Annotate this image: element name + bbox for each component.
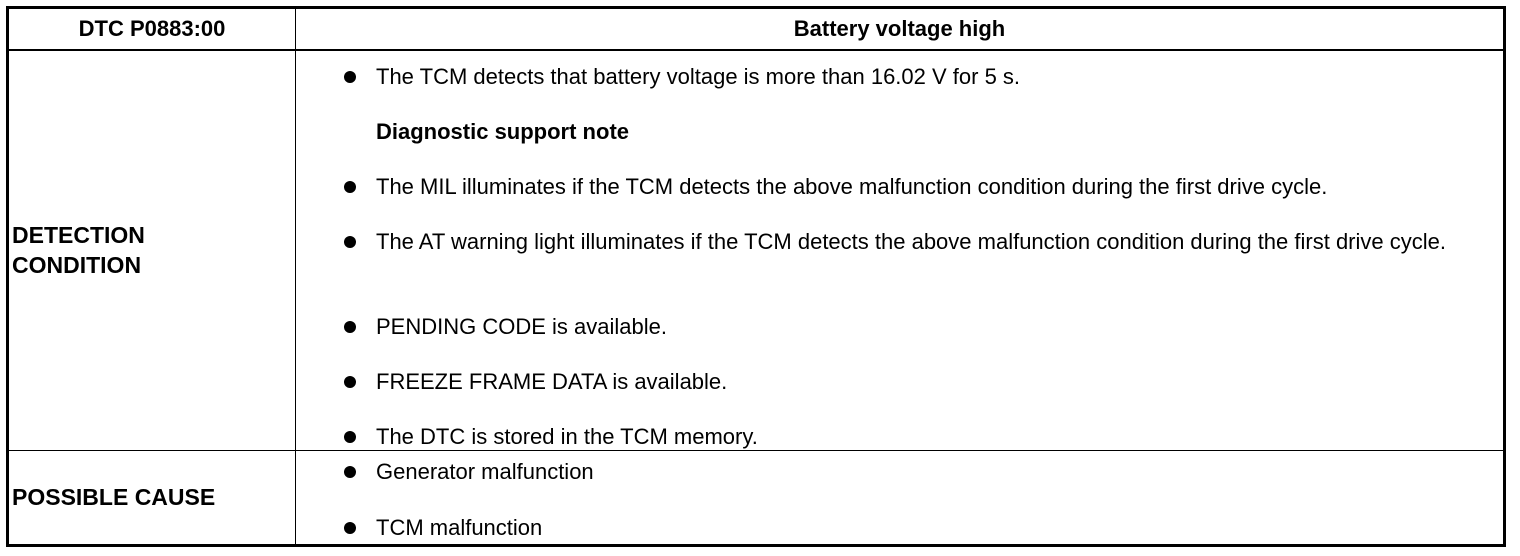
detection-item-6: The DTC is stored in the TCM memory. xyxy=(296,422,788,451)
cause-row: POSSIBLE CAUSE Generator malfunction TCM… xyxy=(7,449,1505,546)
cause-item-1: Generator malfunction xyxy=(296,457,624,486)
bullet-icon xyxy=(344,321,356,333)
header-row: DTC P0883:00 Battery voltage high xyxy=(7,7,1505,51)
detection-label-line1: DETECTION xyxy=(12,222,145,249)
detection-item-1: The TCM detects that battery voltage is … xyxy=(296,62,1050,91)
possible-cause-label: POSSIBLE CAUSE xyxy=(7,449,296,546)
bullet-icon xyxy=(344,465,356,478)
diagnostic-support-note: Diagnostic support note xyxy=(376,119,629,144)
bullet-icon xyxy=(344,236,356,248)
cause-item-2: TCM malfunction xyxy=(296,513,572,542)
dtc-title: Battery voltage high xyxy=(295,7,1505,51)
detection-item-3: The AT warning light illuminates if the … xyxy=(296,227,1520,256)
detection-item-5: FREEZE FRAME DATA is available. xyxy=(296,367,757,396)
dtc-code: DTC P0883:00 xyxy=(7,7,296,51)
detection-condition-content: The TCM detects that battery voltage is … xyxy=(295,49,1505,451)
detection-row: DETECTION CONDITION The TCM detects that… xyxy=(7,49,1505,451)
possible-cause-content: Generator malfunction TCM malfunction xyxy=(295,449,1505,546)
bullet-icon xyxy=(344,376,356,388)
bullet-icon xyxy=(344,521,356,534)
detection-item-4: PENDING CODE is available. xyxy=(296,312,697,341)
detection-label-line2: CONDITION xyxy=(12,252,142,279)
bullet-icon xyxy=(344,71,356,83)
detection-item-2: The MIL illuminates if the TCM detects t… xyxy=(296,172,1357,201)
dtc-table: DTC P0883:00 Battery voltage high DETECT… xyxy=(6,6,1506,547)
detection-condition-label: DETECTION CONDITION xyxy=(7,49,296,451)
bullet-icon xyxy=(344,431,356,443)
bullet-icon xyxy=(344,181,356,193)
